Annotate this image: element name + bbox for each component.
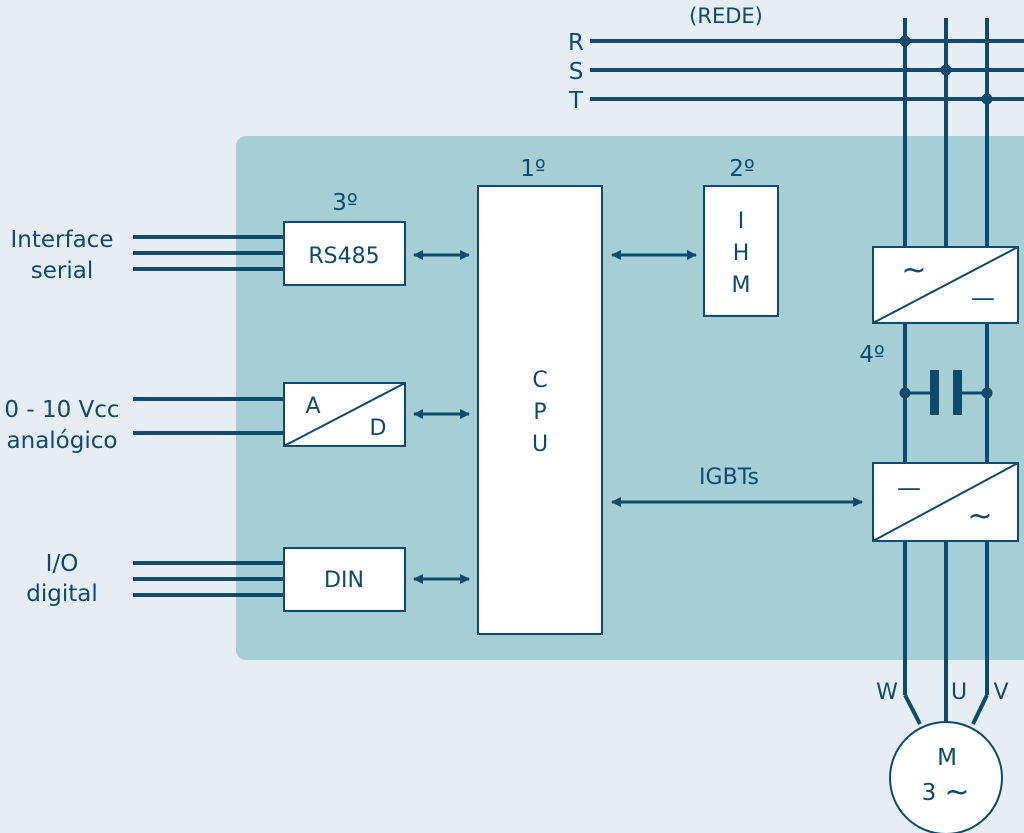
mains-junctions	[899, 35, 993, 105]
rs485-label: RS485	[308, 244, 379, 269]
analog-label-line1: 0 - 10 Vcc	[4, 397, 119, 423]
phase-t-label: T	[568, 88, 584, 114]
terminal-u-label: U	[951, 680, 967, 705]
ihm-letter-h: H	[733, 241, 750, 266]
rs485-box	[283, 221, 406, 286]
rs485-order-label: 3º	[332, 190, 357, 216]
input-lines	[133, 235, 284, 597]
cpu-letter-u: U	[532, 432, 548, 457]
din-label: DIN	[324, 568, 364, 593]
motor-label: M	[937, 745, 957, 771]
adc-a-label: A	[305, 394, 320, 419]
inverter-ac-symbol: ~	[967, 499, 992, 534]
motor-ac-symbol: ~	[944, 775, 969, 810]
data-arrows	[413, 250, 863, 584]
drive-panel	[236, 136, 1024, 660]
ihm-letter-m: M	[732, 273, 751, 298]
ihm-box	[703, 185, 779, 317]
terminal-w-label: W	[876, 680, 898, 705]
cpu-box	[477, 185, 603, 635]
igbt-label: IGBTs	[699, 465, 759, 490]
ihm-letter-i: I	[738, 209, 745, 234]
terminal-v-label: V	[993, 680, 1008, 705]
ihm-order-label: 2º	[729, 156, 754, 182]
din-box	[283, 547, 406, 612]
dc-link-order-label: 4º	[859, 342, 884, 368]
adc-box	[283, 382, 406, 447]
mains-lines	[590, 18, 1024, 743]
motor-circle	[889, 721, 1003, 833]
phase-s-label: S	[569, 59, 584, 85]
adc-d-label: D	[370, 416, 387, 441]
rectifier-ac-symbol: ~	[901, 253, 926, 288]
capacitor-icon	[899, 370, 993, 415]
digital-label-line2: digital	[26, 581, 97, 607]
cpu-letter-p: P	[533, 400, 546, 425]
inverter-dc-symbol: —	[897, 474, 921, 502]
cpu-letter-c: C	[532, 368, 547, 393]
inverter-box	[872, 462, 1019, 542]
serial-label-line1: Interface	[11, 227, 114, 253]
serial-label-line2: serial	[31, 258, 93, 284]
digital-label-line1: I/O	[46, 551, 79, 577]
analog-label-line2: analógico	[7, 428, 118, 454]
mains-label: (REDE)	[689, 4, 763, 28]
phase-r-label: R	[568, 30, 584, 56]
motor-phase-count: 3	[922, 780, 937, 806]
rectifier-dc-symbol: —	[971, 284, 995, 312]
cpu-order-label: 1º	[520, 156, 545, 182]
rectifier-box	[872, 246, 1019, 324]
